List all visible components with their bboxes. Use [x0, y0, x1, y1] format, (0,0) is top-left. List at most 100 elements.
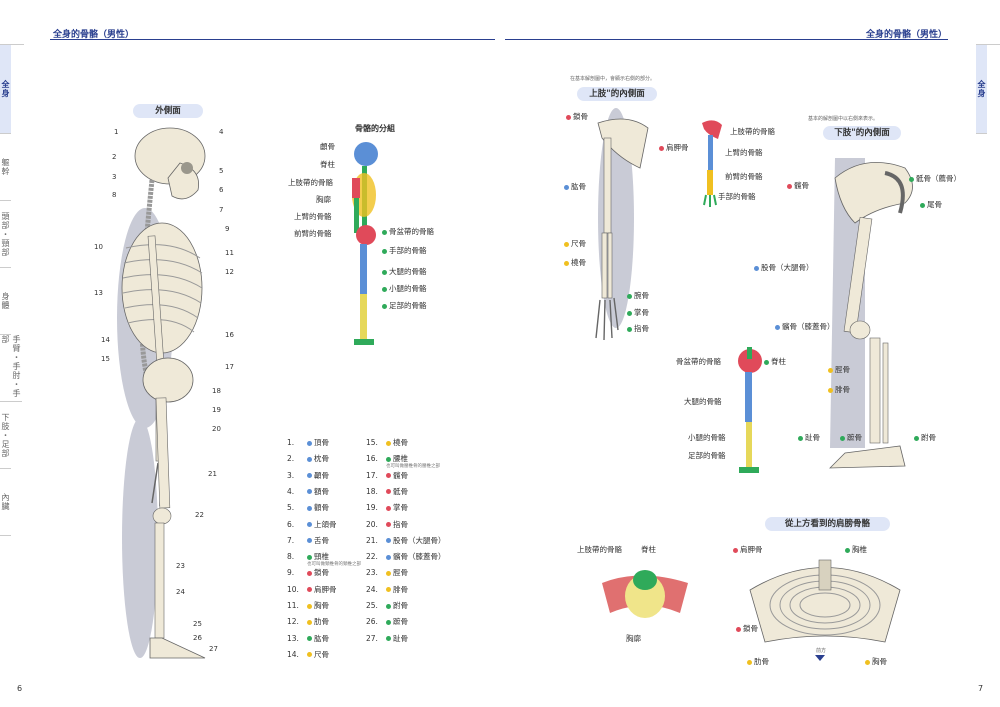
legend-item: 17.髖骨: [366, 470, 408, 480]
legend-item: 3.顳骨: [287, 470, 329, 480]
color-dot: [627, 293, 632, 299]
shoulder-left-label-0: 上肢帶的骨骼: [577, 545, 622, 554]
legend-item: 24.腓骨: [366, 584, 408, 594]
color-dot: [775, 324, 780, 330]
color-dot: [386, 538, 391, 544]
color-dot: [627, 326, 632, 332]
upper-limb-group-figure: [702, 120, 722, 207]
tab-head-neck[interactable]: 頭部・頸部: [0, 201, 11, 268]
color-dot: [840, 435, 845, 441]
upper-limb-label-0: 鎖骨: [564, 111, 588, 122]
lower-limb-figure: [829, 158, 913, 469]
color-dot: [865, 659, 870, 665]
legend-item: 2.枕骨: [287, 454, 329, 464]
lateral-number-3: 3: [112, 173, 117, 181]
lateral-number-22: 22: [195, 511, 204, 519]
chapter-tabs-left: 全身 軀幹 頭部・頸部 身體 手臂・手肘・手部 下肢・足部 內臟: [0, 44, 24, 536]
color-dot: [747, 659, 752, 665]
legend-item: 16.腰椎也可叫做腰椎骨的腰椎之部: [366, 454, 440, 470]
legend-item: 21.股骨（大腿骨）: [366, 535, 446, 545]
upper-limb-group-label-1: 上臂的骨骼: [725, 148, 763, 157]
shoulder-right-label-4: 胸骨: [863, 656, 887, 667]
pelvis-group-label-3: 小腿的骨骼: [688, 433, 726, 442]
legend-item: 13.肱骨: [287, 633, 329, 643]
color-dot: [307, 570, 312, 576]
color-dot: [627, 310, 632, 316]
shoulder-right-label-2: 鎖骨: [734, 623, 758, 634]
lateral-number-16: 16: [225, 331, 234, 339]
lateral-number-23: 23: [176, 562, 185, 570]
color-dot: [736, 626, 741, 632]
lower-limb-label-2: 尾骨: [918, 199, 942, 210]
color-dot: [733, 547, 738, 553]
lateral-number-25: 25: [193, 620, 202, 628]
legend-item: 19.掌骨: [366, 503, 408, 513]
color-dot: [828, 367, 833, 373]
color-dot: [386, 603, 391, 609]
upper-limb-label-1: 肩胛骨: [657, 142, 689, 153]
upper-limb-label-4: 橈骨: [562, 257, 586, 268]
tab-whole-body-right[interactable]: 全身: [976, 45, 987, 134]
lateral-number-14: 14: [101, 336, 110, 344]
shoulder-title: 從上方看到的肩膀骨骼: [765, 517, 890, 531]
upper-limb-label-6: 掌骨: [625, 307, 649, 318]
lateral-number-10: 10: [94, 243, 103, 251]
color-dot: [386, 456, 391, 462]
legend-item: 1.頂骨: [287, 438, 329, 447]
group-label-right-2: 大腿的骨骼: [380, 266, 427, 277]
upper-limb-note: 在基本解剖圖中，會顯示右側的部分。: [570, 76, 656, 82]
lower-limb-label-5: 脛骨: [826, 364, 850, 375]
front-arrow-icon: [815, 655, 825, 661]
legend-item: 23.脛骨: [366, 568, 408, 578]
legend-item: 25.跗骨: [366, 601, 408, 610]
tab-body[interactable]: 身體: [0, 268, 11, 335]
color-dot: [386, 505, 391, 511]
color-dot: [564, 241, 569, 247]
color-dot: [382, 248, 387, 254]
lower-limb-note: 基本的解剖圖中以右側來表示。: [808, 116, 879, 122]
lateral-number-4: 4: [219, 128, 224, 136]
tab-arm[interactable]: 手臂・手肘・手部: [0, 335, 22, 402]
right-page-title: 全身的骨骼（男性）: [866, 30, 948, 40]
color-dot: [909, 176, 914, 182]
color-dot: [564, 260, 569, 266]
color-dot: [307, 587, 312, 593]
legend-item: 6.上頜骨: [287, 519, 337, 529]
legend-item: 15.橈骨: [366, 438, 408, 447]
lateral-number-8: 8: [112, 191, 117, 199]
upper-limb-label-7: 指骨: [625, 323, 649, 334]
lateral-number-6: 6: [219, 186, 224, 194]
upper-limb-label-2: 肱骨: [562, 181, 586, 192]
group-label-left-3: 胸廓: [316, 195, 331, 204]
legend-item: 14.尺骨: [287, 649, 329, 659]
group-label-right-4: 足部的骨骼: [380, 300, 427, 311]
color-dot: [386, 636, 391, 642]
color-dot: [564, 184, 569, 190]
shoulder-front-mark: 前方: [816, 648, 827, 654]
pelvis-group-label-2: 大腿的骨骼: [684, 397, 722, 406]
group-label-left-1: 脊柱: [320, 160, 335, 169]
legend-item: 10.肩胛骨: [287, 584, 337, 594]
lateral-number-19: 19: [212, 406, 221, 414]
legend-item: 4.額骨: [287, 486, 329, 496]
upper-limb-label-3: 尺骨: [562, 238, 586, 249]
color-dot: [307, 538, 312, 544]
lateral-number-26: 26: [193, 634, 202, 642]
legend-item: 26.蹠骨: [366, 617, 408, 627]
tab-trunk[interactable]: 軀幹: [0, 134, 11, 201]
lateral-number-18: 18: [212, 387, 221, 395]
pelvis-group-label-0: 骨盆帶的骨骼: [676, 357, 721, 366]
legend-item: 18.骶骨: [366, 486, 408, 496]
color-dot: [307, 619, 312, 625]
lateral-number-1: 1: [114, 128, 119, 136]
group-label-right-3: 小腿的骨骼: [380, 283, 427, 294]
tab-lower-limb[interactable]: 下肢・足部: [0, 402, 11, 469]
lateral-view-title: 外側面: [133, 104, 203, 118]
shoulder-top-figure: [749, 559, 901, 643]
tab-viscera[interactable]: 內臟: [0, 469, 11, 536]
upper-limb-group-label-0: 上肢帶的骨骼: [730, 127, 775, 136]
upper-limb-title: 上肢"的內側面: [577, 87, 657, 101]
lower-limb-group-figure: [738, 347, 762, 473]
color-dot: [382, 303, 387, 309]
tab-whole-body[interactable]: 全身: [0, 45, 11, 134]
